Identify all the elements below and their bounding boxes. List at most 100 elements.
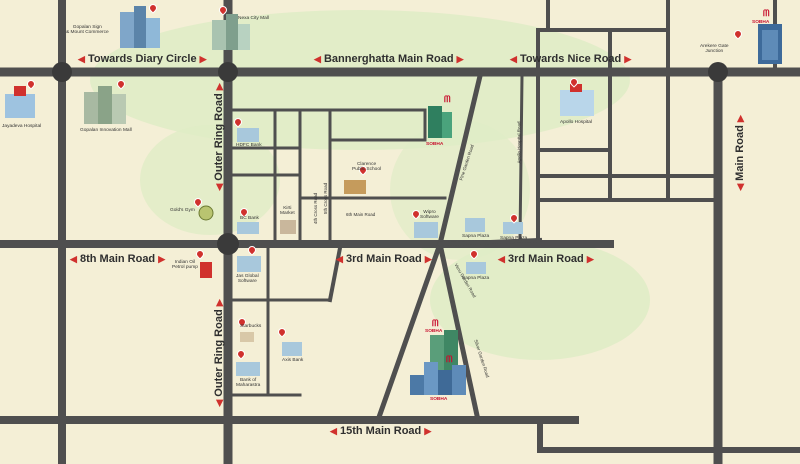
building-nexa-city-mall: [212, 14, 250, 50]
place-label-clarence-school: Clarence Public School: [352, 162, 382, 173]
building-hdfc-bank: [237, 128, 259, 142]
building-clarence-school: [344, 180, 366, 194]
road-name: 15th Main Road: [339, 425, 422, 437]
brand-logo-icon: ᗰ: [444, 94, 451, 104]
building-jayadeva-hospital: [5, 86, 35, 118]
road-label-outer-ring-bottom: ◀ Outer Ring Road ▶: [212, 298, 226, 408]
project-towers: [410, 330, 466, 395]
building-gopalan-signature: [120, 6, 160, 48]
arrow-left-icon: ◀: [330, 426, 337, 436]
arrow-left-icon: ◀: [214, 183, 224, 191]
road-label-8th-main: ◀ 8th Main Road ▶: [70, 252, 165, 266]
road-name: Outer Ring Road: [213, 309, 225, 397]
building-small-b: [503, 222, 523, 234]
road-label-15th-main: ◀ 15th Main Road ▶: [330, 424, 431, 438]
road-name: 3rd Main Road: [345, 253, 422, 265]
brand-text: SOBHA: [425, 329, 443, 334]
arrow-right-icon: ▶: [199, 54, 207, 64]
building-small-c: [466, 262, 486, 274]
arrow-left-icon: ◀: [510, 54, 517, 64]
place-label-bc-bank: BC Bank: [240, 216, 259, 221]
arrow-right-icon: ▶: [586, 254, 594, 264]
place-label-small-b: Sapna Plaza: [500, 236, 528, 241]
junction: [218, 62, 238, 82]
road-label-3rd-main-right: ◀ 3rd Main Road ▶: [498, 252, 594, 266]
venu-garden-road: [437, 241, 481, 423]
place-label-kirti-market: Kirti Market: [280, 206, 295, 217]
arrow-right-icon: ▶: [456, 54, 464, 64]
place-label-golds-gym: Gold's Gym: [170, 208, 195, 213]
building-starbucks: [240, 332, 254, 342]
arrow-right-icon: ▶: [424, 254, 432, 264]
arrow-right-icon: ▶: [158, 254, 166, 264]
arrow-left-icon: ◀: [735, 183, 745, 191]
road-name: 8th Main Road: [79, 253, 156, 265]
building-bc-bank: [237, 222, 259, 234]
place-label-indian-oil: Indian Oil Petrol pump: [172, 260, 198, 271]
arrow-left-icon: ◀: [70, 254, 77, 264]
street: [327, 245, 343, 303]
road-name: Towards Nice Road: [519, 53, 622, 65]
brand-text: SOBHA: [430, 397, 448, 402]
arrow-left-icon: ◀: [78, 54, 85, 64]
road-label-towards-nice-road: ◀ Towards Nice Road ▶: [510, 52, 631, 66]
street-label: Apollo Hospital Road: [516, 121, 522, 164]
road-name: Outer Ring Road: [213, 93, 225, 181]
building-golds-gym: [198, 205, 214, 221]
street: [437, 237, 543, 247]
place-label-nexa-city-mall: Nexa City Mall: [238, 16, 269, 21]
place-label-bank-of-maharastra: Bank of Maharastra: [236, 378, 261, 389]
brand-logo-icon: ᗰ: [432, 318, 439, 328]
arrow-left-icon: ◀: [214, 399, 224, 407]
road-label-outer-ring-top: ◀ Outer Ring Road ▶: [212, 82, 226, 192]
place-label-jayadeva-hospital: Jayadeva Hospital: [2, 124, 42, 129]
road-label-main-road: ◀ Main Road ▶: [733, 113, 747, 193]
road-name: 3rd Main Road: [507, 253, 584, 265]
arrow-right-icon: ▶: [735, 115, 745, 123]
building-top-right: [758, 24, 782, 64]
building-apollo-hospital: [560, 84, 594, 116]
building-small-a: [465, 218, 485, 232]
junction: [52, 62, 72, 82]
arrow-left-icon: ◀: [498, 254, 505, 264]
junction: [708, 62, 728, 82]
road-label-bannerghatta: ◀ Bannerghatta Main Road ▶: [314, 52, 464, 66]
street-label: 5th Cross Road: [323, 182, 329, 215]
road-name: Bannerghatta Main Road: [323, 53, 454, 65]
arrow-right-icon: ▶: [624, 54, 632, 64]
road-label-3rd-main-center: ◀ 3rd Main Road ▶: [336, 252, 432, 266]
building-wipro: [414, 222, 438, 238]
arrow-right-icon: ▶: [214, 299, 224, 307]
place-label-gopalan-innovation-mall: Gopalan Innovation Mall: [80, 128, 132, 133]
brand-text: SOBHA: [426, 142, 444, 147]
arrow-right-icon: ▶: [424, 426, 432, 436]
building-bank-of-maharastra: [236, 362, 260, 376]
road-label-towards-diary-circle: ◀ Towards Diary Circle ▶: [78, 52, 207, 66]
street-label: 4th Cross Road: [313, 192, 319, 225]
place-label-hdfc-bank: HDFC Bank: [236, 143, 262, 148]
place-label-small-a: Sapna Plaza: [462, 234, 490, 239]
place-label-axis-bank: Axis Bank: [282, 358, 304, 363]
brand-logo-icon: ᗰ: [763, 8, 770, 18]
apollo-hospital-road: [518, 74, 524, 242]
place-label-wipro: Wipro Software: [420, 210, 439, 221]
road-name: Main Road: [734, 125, 746, 181]
building-jas-global: [237, 256, 261, 272]
building-gopalan-innovation-mall: [84, 86, 126, 124]
street-label: 6th Main Road: [346, 212, 376, 217]
place-label-jas-global: Jas Global Software: [236, 274, 259, 285]
junction: [217, 233, 239, 255]
brand-logo-icon: ᗰ: [446, 354, 453, 364]
place-label-arekere-gate: Arekere Gate Junction: [700, 44, 729, 55]
arrow-left-icon: ◀: [336, 254, 343, 264]
building-indian-oil: [200, 262, 212, 278]
arrow-right-icon: ▶: [214, 83, 224, 91]
place-label-starbucks: Starbucks: [240, 324, 262, 329]
building-axis-bank: [282, 342, 302, 356]
brand-text: SOBHA: [752, 20, 770, 25]
building-sobha-top: [428, 106, 452, 138]
arrow-left-icon: ◀: [314, 54, 321, 64]
road-name: Towards Diary Circle: [87, 53, 197, 65]
place-label-gopalan-signature: Gopalan Sign & Mount Commerce: [66, 25, 109, 36]
